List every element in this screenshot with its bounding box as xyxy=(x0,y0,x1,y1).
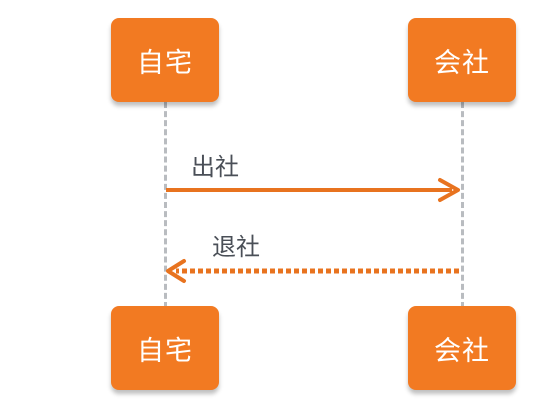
lifeline-home xyxy=(164,102,167,308)
message-arrow-arrive xyxy=(166,178,460,202)
message-arrow-leave xyxy=(166,259,459,283)
message-label-arrive: 出社 xyxy=(191,153,239,181)
message-label-leave: 退社 xyxy=(212,233,260,261)
participant-office-top: 会社 xyxy=(408,18,516,102)
participant-home-top: 自宅 xyxy=(111,18,219,102)
participant-home-bottom: 自宅 xyxy=(111,306,219,390)
lifeline-office xyxy=(461,102,464,308)
participant-office-bottom: 会社 xyxy=(408,306,516,390)
